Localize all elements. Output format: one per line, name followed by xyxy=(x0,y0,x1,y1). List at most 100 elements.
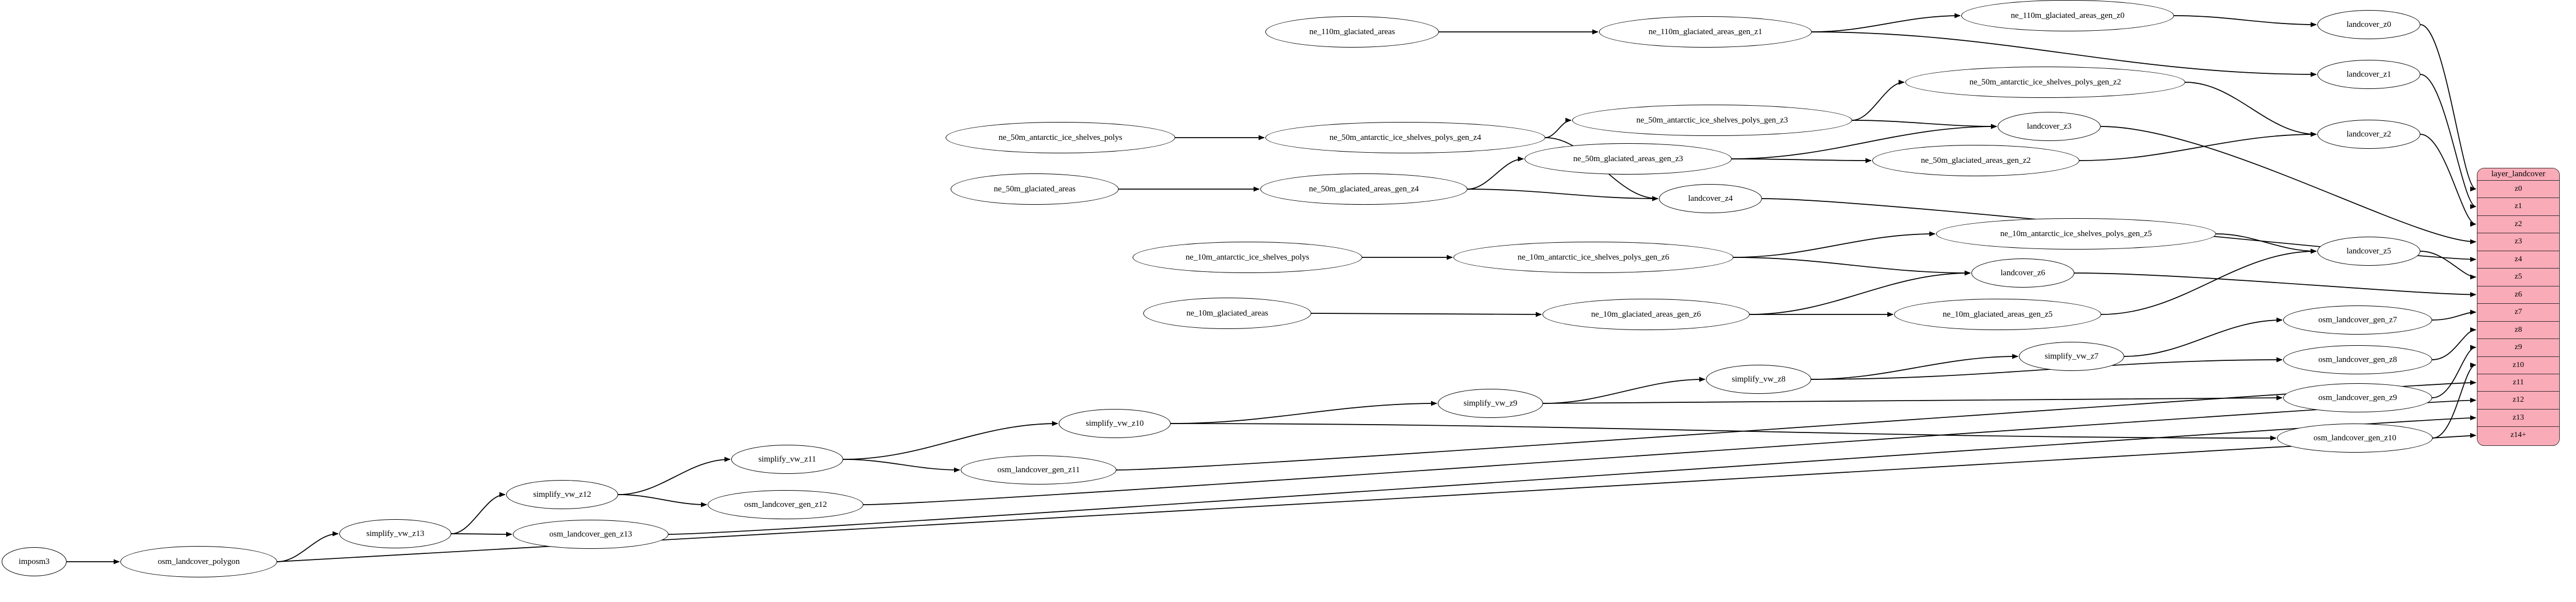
table-row-z0[interactable]: z0 xyxy=(2477,181,2559,199)
table-row-z1[interactable]: z1 xyxy=(2477,198,2559,216)
graph-edge xyxy=(2124,317,2283,357)
graph-node-simplify-vw-z11[interactable]: simplify_vw_z11 xyxy=(731,445,843,474)
graph-node-label: osm_landcover_gen_z7 xyxy=(2318,315,2397,324)
graph-edge xyxy=(1170,423,2276,441)
graph-edge xyxy=(2432,309,2476,321)
table-row-z11[interactable]: z11 xyxy=(2477,374,2559,392)
table-row-z8[interactable]: z8 xyxy=(2477,321,2559,340)
graph-edge xyxy=(2432,327,2476,360)
graph-edge xyxy=(1811,354,2018,380)
graph-node-ne-10m-antarctic-ice-shelves-polys-gen-z6[interactable]: ne_10m_antarctic_ice_shelves_polys_gen_z… xyxy=(1453,242,1733,273)
graph-node-landcover-z0[interactable]: landcover_z0 xyxy=(2317,10,2420,39)
graph-edge xyxy=(618,494,707,507)
graph-edge xyxy=(1311,312,1542,317)
graph-node-ne-50m-glaciated-areas-gen-z2[interactable]: ne_50m_glaciated_areas_gen_z2 xyxy=(1872,145,2079,176)
graph-node-simplify-vw-z7[interactable]: simplify_vw_z7 xyxy=(2019,342,2124,371)
table-row-z6[interactable]: z6 xyxy=(2477,286,2559,304)
graph-node-osm-landcover-gen-z12[interactable]: osm_landcover_gen_z12 xyxy=(708,490,863,519)
graph-node-simplify-vw-z10[interactable]: simplify_vw_z10 xyxy=(1059,409,1171,438)
graph-node-simplify-vw-z8[interactable]: simplify_vw_z8 xyxy=(1706,365,1811,394)
graph-edge xyxy=(2185,82,2317,137)
graph-node-osm-landcover-gen-z10[interactable]: osm_landcover_gen_z10 xyxy=(2277,424,2433,453)
table-row-z7[interactable]: z7 xyxy=(2477,304,2559,322)
graph-node-ne-50m-antarctic-ice-shelves-polys[interactable]: ne_50m_antarctic_ice_shelves_polys xyxy=(946,122,1175,153)
graph-node-label: osm_landcover_gen_z9 xyxy=(2318,393,2397,402)
graph-node-landcover-z5[interactable]: landcover_z5 xyxy=(2317,237,2420,266)
graph-node-label: landcover_z4 xyxy=(1688,194,1733,203)
graph-edge xyxy=(1811,13,1961,32)
graph-node-label: ne_10m_glaciated_areas_gen_z6 xyxy=(1591,309,1701,319)
graph-node-osm-landcover-gen-z11[interactable]: osm_landcover_gen_z11 xyxy=(961,455,1116,485)
graph-node-landcover-z3[interactable]: landcover_z3 xyxy=(1998,112,2101,141)
graph-node-ne-50m-antarctic-ice-shelves-polys-gen-z2[interactable]: ne_50m_antarctic_ice_shelves_polys_gen_z… xyxy=(1905,67,2185,98)
graph-node-label: simplify_vw_z11 xyxy=(758,454,816,464)
graph-edge xyxy=(1852,120,1997,129)
graph-node-label: osm_landcover_polygon xyxy=(157,557,240,566)
graph-edge xyxy=(2432,345,2476,398)
graph-node-osm-landcover-gen-z13[interactable]: osm_landcover_gen_z13 xyxy=(513,520,668,549)
graph-node-ne-10m-glaciated-areas[interactable]: ne_10m_glaciated_areas xyxy=(1143,298,1311,329)
graph-node-landcover-z2[interactable]: landcover_z2 xyxy=(2317,120,2420,149)
graph-edge xyxy=(1733,257,1971,276)
graph-node-ne-10m-antarctic-ice-shelves-polys-gen-z5[interactable]: ne_10m_antarctic_ice_shelves_polys_gen_z… xyxy=(1936,218,2216,250)
table-row-z2[interactable]: z2 xyxy=(2477,215,2559,234)
table-row-z14plus[interactable]: z14+ xyxy=(2477,427,2559,445)
table-header-layer-landcover: layer_landcover xyxy=(2477,168,2559,181)
graph-node-ne-50m-glaciated-areas[interactable]: ne_50m_glaciated_areas xyxy=(951,173,1119,205)
graph-edge xyxy=(2215,233,2317,254)
graph-edge xyxy=(1116,380,2476,471)
graph-node-osm-landcover-polygon[interactable]: osm_landcover_polygon xyxy=(120,546,277,577)
graph-node-label: landcover_z1 xyxy=(2346,69,2391,79)
graph-edge xyxy=(451,492,506,534)
graph-node-ne-10m-glaciated-areas-gen-z6[interactable]: ne_10m_glaciated_areas_gen_z6 xyxy=(1542,299,1750,330)
graph-node-landcover-z6[interactable]: landcover_z6 xyxy=(1971,258,2074,288)
graph-edge xyxy=(2432,362,2476,439)
table-row-z4[interactable]: z4 xyxy=(2477,251,2559,269)
graph-node-label: simplify_vw_z8 xyxy=(1731,374,1786,384)
graph-node-osm-landcover-gen-z8[interactable]: osm_landcover_gen_z8 xyxy=(2283,345,2432,374)
graph-node-imposm3[interactable]: imposm3 xyxy=(2,547,67,576)
graph-node-label: simplify_vw_z13 xyxy=(366,529,424,538)
graph-node-label: ne_50m_glaciated_areas_gen_z3 xyxy=(1573,154,1684,163)
graph-node-label: ne_50m_glaciated_areas_gen_z2 xyxy=(1920,156,2031,165)
graph-node-osm-landcover-gen-z9[interactable]: osm_landcover_gen_z9 xyxy=(2283,383,2432,412)
graph-edge xyxy=(1852,79,1905,121)
graph-node-osm-landcover-gen-z7[interactable]: osm_landcover_gen_z7 xyxy=(2283,305,2432,335)
graph-node-label: ne_110m_glaciated_areas_gen_z0 xyxy=(2011,11,2125,20)
table-row-z3[interactable]: z3 xyxy=(2477,233,2559,251)
table-row-z10[interactable]: z10 xyxy=(2477,356,2559,374)
graph-node-ne-50m-glaciated-areas-gen-z4[interactable]: ne_50m_glaciated_areas_gen_z4 xyxy=(1260,173,1467,205)
graph-node-label: ne_50m_antarctic_ice_shelves_polys_gen_z… xyxy=(1969,77,2121,87)
graph-node-label: imposm3 xyxy=(18,557,50,566)
graph-node-ne-50m-antarctic-ice-shelves-polys-gen-z3[interactable]: ne_50m_antarctic_ice_shelves_polys_gen_z… xyxy=(1572,105,1852,136)
graph-node-ne-50m-antarctic-ice-shelves-polys-gen-z4[interactable]: ne_50m_antarctic_ice_shelves_polys_gen_z… xyxy=(1265,122,1545,153)
graph-node-ne-50m-glaciated-areas-gen-z3[interactable]: ne_50m_glaciated_areas_gen_z3 xyxy=(1525,143,1732,175)
table-row-z9[interactable]: z9 xyxy=(2477,339,2559,357)
graph-node-ne-10m-antarctic-ice-shelves-polys[interactable]: ne_10m_antarctic_ice_shelves_polys xyxy=(1133,242,1362,273)
table-row-z12[interactable]: z12 xyxy=(2477,392,2559,410)
graph-edge xyxy=(2420,134,2476,227)
graph-node-label: landcover_z6 xyxy=(2000,268,2045,278)
graph-node-landcover-z1[interactable]: landcover_z1 xyxy=(2317,60,2420,89)
graph-node-ne-110m-glaciated-areas-gen-z0[interactable]: ne_110m_glaciated_areas_gen_z0 xyxy=(1961,0,2174,31)
table-row-z5[interactable]: z5 xyxy=(2477,269,2559,286)
graph-node-simplify-vw-z12[interactable]: simplify_vw_z12 xyxy=(506,480,618,509)
graph-node-ne-10m-glaciated-areas-gen-z5[interactable]: ne_10m_glaciated_areas_gen_z5 xyxy=(1894,299,2101,330)
graph-node-label: osm_landcover_gen_z8 xyxy=(2318,355,2397,364)
graph-node-simplify-vw-z9[interactable]: simplify_vw_z9 xyxy=(1438,389,1543,418)
graph-node-label: ne_10m_antarctic_ice_shelves_polys xyxy=(1185,252,1310,262)
graph-node-landcover-z4[interactable]: landcover_z4 xyxy=(1659,184,1762,213)
graph-node-simplify-vw-z13[interactable]: simplify_vw_z13 xyxy=(339,519,451,548)
graph-node-label: ne_50m_antarctic_ice_shelves_polys_gen_z… xyxy=(1329,133,1481,142)
graph-node-ne-110m-glaciated-areas[interactable]: ne_110m_glaciated_areas xyxy=(1265,16,1439,48)
graph-edge xyxy=(618,457,731,495)
graph-node-label: osm_landcover_gen_z10 xyxy=(2313,433,2396,443)
table-row-z13[interactable]: z13 xyxy=(2477,409,2559,427)
graph-node-label: osm_landcover_gen_z13 xyxy=(549,529,632,539)
graph-edge xyxy=(843,459,960,473)
graph-node-label: simplify_vw_z10 xyxy=(1086,418,1144,428)
graph-node-label: ne_50m_antarctic_ice_shelves_polys xyxy=(998,133,1123,142)
graph-edge xyxy=(668,415,2476,535)
graph-node-ne-110m-glaciated-areas-gen-z1[interactable]: ne_110m_glaciated_areas_gen_z1 xyxy=(1599,16,1812,48)
